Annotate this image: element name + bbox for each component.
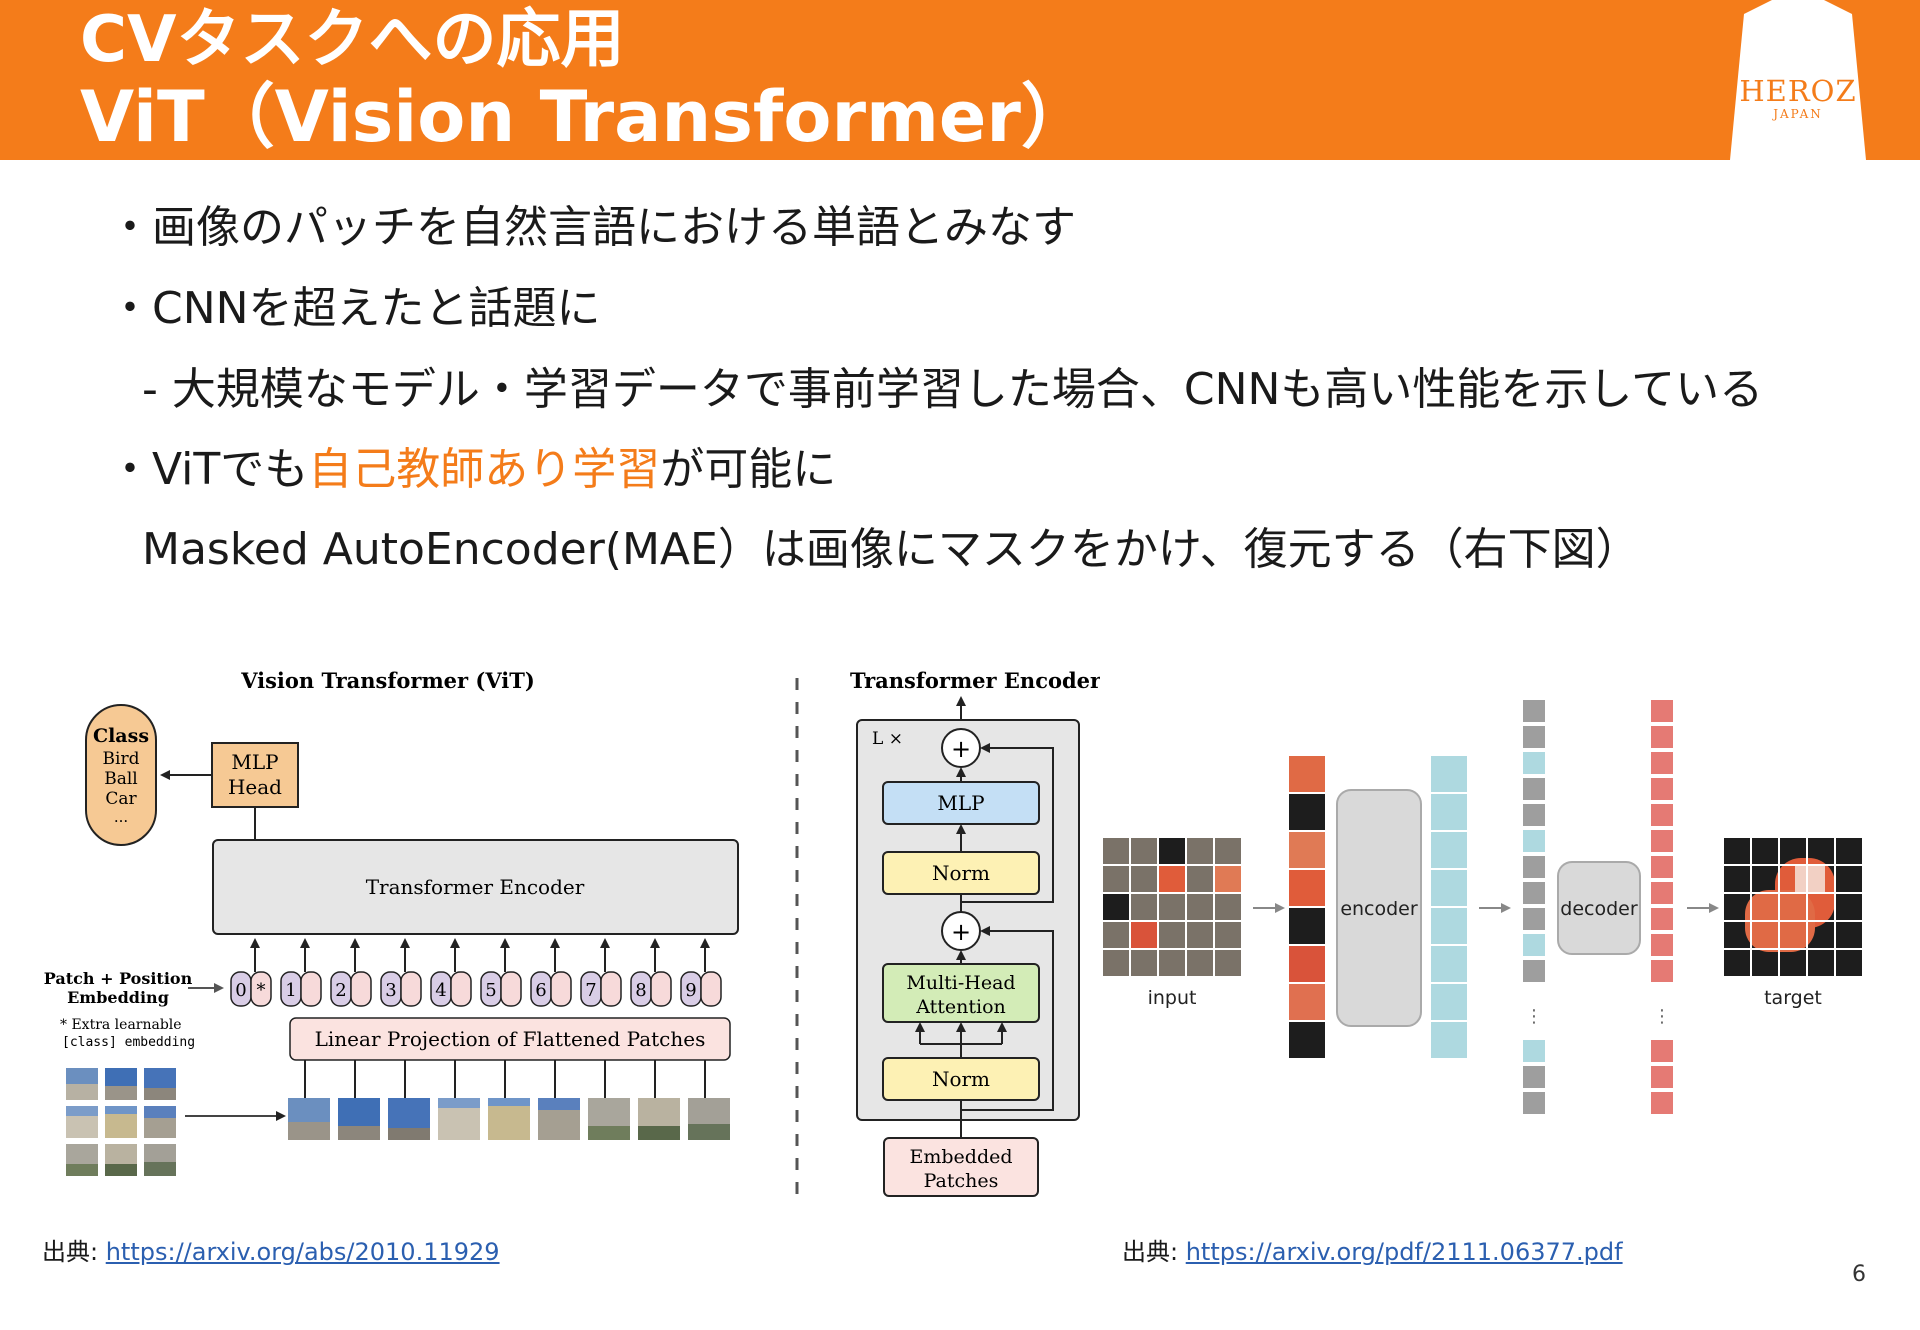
mae-target-image <box>1724 838 1862 976</box>
mlp-head-line2: Head <box>228 775 282 799</box>
bullet-large-scale-pretraining: - 大規模なモデル・学習データで事前学習した場合、CNNも高い性能を示している <box>142 364 1764 415</box>
slide-title-line1: CVタスクへの応用 <box>80 3 625 77</box>
token-label-8: 8 <box>635 980 646 1001</box>
transformer-encoder-label: Transformer Encoder <box>366 875 585 899</box>
token-4: 4 <box>430 971 472 1007</box>
token-0: 0 * <box>230 971 272 1007</box>
token-label-3: 3 <box>385 980 396 1001</box>
linear-projection-label: Linear Projection of Flattened Patches <box>315 1027 706 1051</box>
token-label-7: 7 <box>585 980 596 1001</box>
self-supervised-highlight: 自己教師あり学習 <box>308 444 661 495</box>
class-ellipsis: ... <box>114 808 128 826</box>
embedded-patches-line2: Patches <box>924 1170 999 1192</box>
logo-wordmark: HEROZ <box>1739 74 1857 108</box>
mae-encoder-box <box>1336 789 1422 1027</box>
mha-label-line2: Attention <box>915 996 1006 1018</box>
token-2: 2 <box>330 971 372 1007</box>
mha-label-line1: Multi-Head <box>906 972 1015 994</box>
logo-subtext: JAPAN <box>1773 107 1823 121</box>
mae-target-label: target <box>1764 987 1822 1009</box>
bullet-mae: Masked AutoEncoder(MAE）は画像にマスクをかけ、復元する（右… <box>142 524 1640 575</box>
mae-diagram: input encoder <box>1103 700 1862 1114</box>
extra-learnable-line1: * Extra learnable <box>60 1017 182 1033</box>
token-3: 3 <box>380 971 422 1007</box>
token-label-4: 4 <box>435 980 446 1001</box>
logo-emblem-shape <box>1730 0 1866 160</box>
flattened-patches-row <box>288 1060 730 1140</box>
lower-skip-connection <box>961 926 1054 1111</box>
linear-projection-box <box>289 1017 731 1061</box>
token-5: 5 <box>480 971 522 1007</box>
class-label: Class <box>93 725 149 747</box>
qkv-arrows <box>915 1022 1007 1058</box>
embedded-patches-box <box>883 1137 1039 1197</box>
token-6: 6 <box>530 971 572 1007</box>
mae-input-masked-image <box>1103 838 1241 976</box>
slide-header: CVタスクへの応用 ViT（Vision Transformer） HEROZ … <box>0 0 1920 160</box>
token-label-2: 2 <box>335 980 346 1001</box>
norm-upper-label: Norm <box>932 861 990 885</box>
class-car: Car <box>105 789 137 809</box>
mae-input-label: input <box>1148 987 1197 1009</box>
source-prefix-vit: 出典: <box>42 1238 106 1266</box>
class-bird: Bird <box>103 749 140 769</box>
mlp-head-line1: MLP <box>231 750 278 774</box>
mae-full-tokens-column <box>1523 700 1545 1114</box>
token-arrows <box>250 938 710 972</box>
source-link-mae[interactable]: https://arxiv.org/pdf/2111.06377.pdf <box>1185 1238 1623 1266</box>
mae-output-tokens-ellipsis: ⋮ <box>1653 1006 1671 1027</box>
page-number: 6 <box>1852 1262 1866 1287</box>
source-citation-mae: 出典: https://arxiv.org/pdf/2111.06377.pdf <box>1122 1232 1623 1267</box>
mae-visible-patches-column <box>1289 756 1325 1058</box>
token-8: 8 <box>630 971 672 1007</box>
mae-architecture-figure: input encoder <box>1095 690 1875 1130</box>
token-9: 9 <box>680 971 722 1007</box>
layer-repeat-label: L × <box>872 729 903 749</box>
bullet-self-supervised-post: が可能に <box>660 444 837 495</box>
residual-add-upper-plus: + <box>951 735 971 763</box>
residual-add-lower-plus: + <box>951 918 971 946</box>
vit-figure-title: Vision Transformer (ViT) <box>240 668 535 693</box>
source-citation-vit: 出典: https://arxiv.org/abs/2010.11929 <box>42 1232 500 1267</box>
embedded-patches-line1: Embedded <box>909 1146 1012 1168</box>
patch-position-label-line1: Patch + Position <box>44 969 193 988</box>
transformer-encoder-box <box>212 839 739 935</box>
bullet-beyond-cnn: ・CNNを超えたと話題に <box>108 283 601 334</box>
token-label-6: 6 <box>535 980 546 1001</box>
mae-decoder-label: decoder <box>1560 898 1638 920</box>
input-image-grid <box>66 1068 176 1176</box>
mlp-label: MLP <box>937 791 984 815</box>
token-1: 1 <box>280 971 322 1007</box>
token-7: 7 <box>580 971 622 1007</box>
bullet-self-supervised-pre: ・ViTでも <box>108 444 309 495</box>
mae-full-tokens-ellipsis: ⋮ <box>1525 1006 1543 1027</box>
heroz-logo: HEROZ JAPAN <box>1722 0 1874 160</box>
token-label-1: 1 <box>285 980 296 1001</box>
class-ball: Ball <box>104 769 138 789</box>
class-output-box <box>85 704 157 846</box>
mae-output-tokens-column <box>1651 700 1673 1114</box>
token-label-9: 9 <box>685 980 696 1001</box>
mae-decoder-box <box>1557 861 1641 955</box>
token-label-0: 0 <box>235 980 246 1001</box>
mae-encoded-tokens-column <box>1431 756 1467 1058</box>
slide-title-line2: ViT（Vision Transformer） <box>80 76 1091 158</box>
extra-learnable-line2: [class] embedding <box>62 1035 195 1050</box>
upper-skip-connection <box>961 743 1054 903</box>
source-link-vit[interactable]: https://arxiv.org/abs/2010.11929 <box>105 1238 500 1266</box>
source-prefix-mae: 出典: <box>1122 1238 1186 1266</box>
token-label-5: 5 <box>485 980 496 1001</box>
patch-position-label-line2: Embedding <box>67 988 169 1007</box>
class-token-marker: * <box>257 980 266 1001</box>
vit-diagram: Vision Transformer (ViT) Class Bird Ball… <box>44 668 1102 1197</box>
encoder-block-title: Transformer Encoder <box>850 668 1100 693</box>
mae-encoder-label: encoder <box>1340 898 1418 920</box>
vit-architecture-figure: Vision Transformer (ViT) Class Bird Ball… <box>40 660 1102 1210</box>
bullet-self-supervised: ・ViTでも自己教師あり学習が可能に <box>108 442 836 498</box>
bullet-patch-as-word: ・画像のパッチを自然言語における単語とみなす <box>108 202 1076 253</box>
norm-lower-label: Norm <box>932 1067 990 1091</box>
